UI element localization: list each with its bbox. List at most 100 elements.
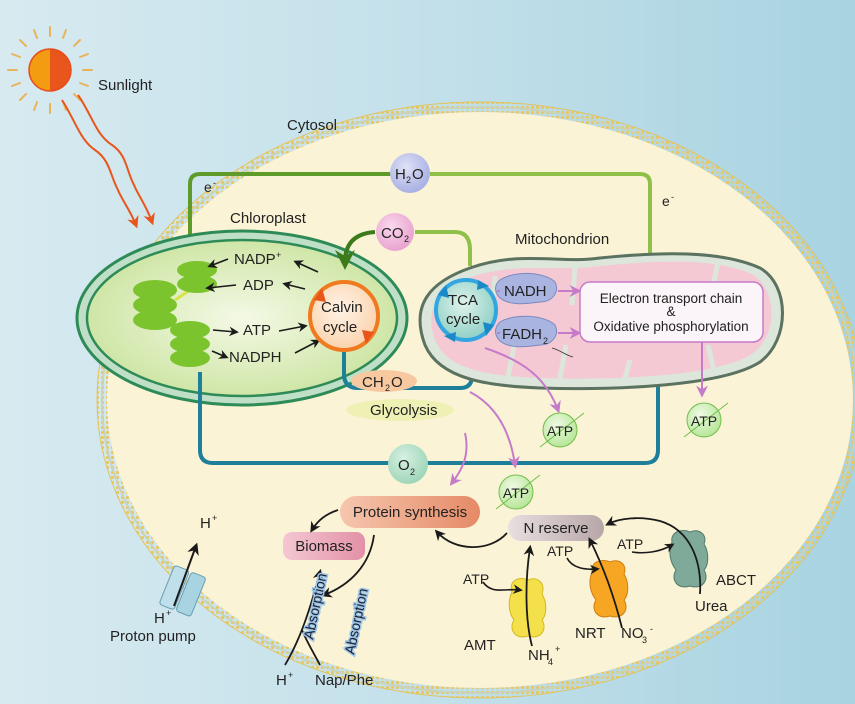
co2-path-to-tca xyxy=(415,230,472,266)
svg-text:Calvin: Calvin xyxy=(321,299,363,316)
biomass-box xyxy=(283,532,365,560)
fadh2-sub: 2 xyxy=(543,336,548,346)
h-plus-label-pump: H xyxy=(154,610,165,627)
atp-amt-label: ATP xyxy=(463,571,489,587)
svg-text:cycle: cycle xyxy=(323,319,357,336)
chloroplast-arrows xyxy=(205,258,321,359)
cell-membrane-mid xyxy=(101,106,855,694)
atp-chloroplast-label: ATP xyxy=(243,322,271,339)
nadp-plus-sup: + xyxy=(276,250,281,260)
proton-pump-icon xyxy=(159,565,206,617)
amt-arrow xyxy=(523,544,535,647)
co2-molecule: CO 2 xyxy=(376,213,414,251)
nrt-atp-arrow xyxy=(566,557,600,575)
nrt-transporter-icon xyxy=(589,559,629,618)
mitochondrion-label: Mitochondrion xyxy=(515,231,609,248)
abct-label: ABCT xyxy=(716,572,756,589)
proton-pump-arrow xyxy=(173,542,199,607)
etc-box xyxy=(579,281,764,343)
h-plus-sup-top: + xyxy=(212,513,217,523)
nadph-label: NADPH xyxy=(229,349,282,366)
glycolysis-to-protein-arrow xyxy=(449,432,468,486)
svg-text:ATP: ATP xyxy=(691,413,717,429)
atp-bubble-cytosol: ATP xyxy=(495,474,541,510)
nadp-plus-label: NADP xyxy=(234,251,276,268)
metabolic-arrows xyxy=(284,509,508,666)
etc-label-line1: Electron transport chain xyxy=(600,291,743,306)
ch2o-label: CH xyxy=(362,374,384,391)
electron-sup-right: - xyxy=(671,192,674,202)
sun-icon xyxy=(7,26,93,114)
electron-path-right xyxy=(430,172,652,282)
svg-text:ATP: ATP xyxy=(503,485,529,501)
abct-arrow xyxy=(605,515,702,595)
svg-text:O: O xyxy=(412,166,424,183)
nh4-label: NH xyxy=(528,647,550,664)
no3-label: NO xyxy=(621,625,644,642)
thylakoid-stacks xyxy=(133,261,217,367)
svg-text:ATP: ATP xyxy=(547,423,573,439)
fadh2-tail xyxy=(551,347,574,358)
atp-bubble-mito-2: ATP xyxy=(683,402,729,438)
etc-input-arrows xyxy=(497,285,582,339)
nh4-sup: + xyxy=(555,644,560,654)
glycolysis-badge xyxy=(346,399,454,421)
nrt-arrow xyxy=(588,537,623,629)
svg-text:CO: CO xyxy=(381,225,404,242)
etc-label-line3: Oxidative phosphorylation xyxy=(593,319,748,334)
tca-cycle: TCA cycle xyxy=(434,278,498,342)
proton-pump-label: Proton pump xyxy=(110,628,196,645)
sunlight-ray-1 xyxy=(61,99,139,229)
o2-molecule: O 2 xyxy=(388,444,428,484)
svg-text:cycle: cycle xyxy=(446,311,480,328)
h-plus-sup-pump: + xyxy=(166,608,171,618)
svg-text:O: O xyxy=(398,457,410,474)
sunlight-ray-2 xyxy=(77,94,155,226)
nrt-label: NRT xyxy=(575,625,606,642)
electron-path-green xyxy=(180,172,402,266)
cytosol-label: Cytosol xyxy=(287,117,337,134)
nap-phe-label: Nap/Phe xyxy=(315,672,373,689)
h-plus-label-bottom: H xyxy=(276,672,287,689)
protein-synthesis-label: Protein synthesis xyxy=(353,504,467,521)
svg-text:2: 2 xyxy=(406,175,411,185)
ch2o-sub: 2 xyxy=(385,383,390,393)
o2-path xyxy=(198,360,668,465)
urea-label: Urea xyxy=(695,598,728,615)
h-plus-sup-bottom: + xyxy=(288,670,293,680)
nadh-blob xyxy=(495,273,557,305)
svg-text:H: H xyxy=(395,166,406,183)
electron-sup-left: - xyxy=(213,178,216,188)
amt-label: AMT xyxy=(464,637,496,654)
abct-transporter-icon xyxy=(669,529,709,588)
adp-label: ADP xyxy=(243,277,274,294)
no3-sub: 3 xyxy=(642,635,647,645)
svg-text:2: 2 xyxy=(410,467,415,477)
nh4-sub: 4 xyxy=(548,657,553,667)
protein-synthesis-box xyxy=(340,496,480,528)
n-reserve-box xyxy=(508,515,604,541)
h-plus-label-top: H xyxy=(200,515,211,532)
no3-sup: - xyxy=(650,624,653,634)
co2-path-to-calvin xyxy=(335,230,376,270)
biomass-label: Biomass xyxy=(295,538,353,555)
atp-abct-label: ATP xyxy=(617,536,643,552)
etc-label-line2: & xyxy=(666,304,675,319)
h2o-molecule: H 2 O xyxy=(390,153,430,193)
glycolysis-to-atp-arrow xyxy=(469,391,520,469)
calvin-cycle: Calvin cycle xyxy=(308,280,380,352)
n-reserve-label: N reserve xyxy=(523,520,588,537)
electron-label-right: e xyxy=(662,193,670,209)
chloroplast-label: Chloroplast xyxy=(230,210,307,227)
abct-atp-arrow xyxy=(631,543,675,554)
chloroplast-inner xyxy=(85,238,399,398)
amt-atp-arrow xyxy=(482,581,523,594)
ch2o-end: O xyxy=(391,374,403,391)
sunlight-label: Sunlight xyxy=(98,77,153,94)
nadh-label: NADH xyxy=(504,283,547,300)
svg-text:2: 2 xyxy=(404,234,409,244)
ch2o-badge xyxy=(351,370,417,392)
atp-nrt-label: ATP xyxy=(547,543,573,559)
